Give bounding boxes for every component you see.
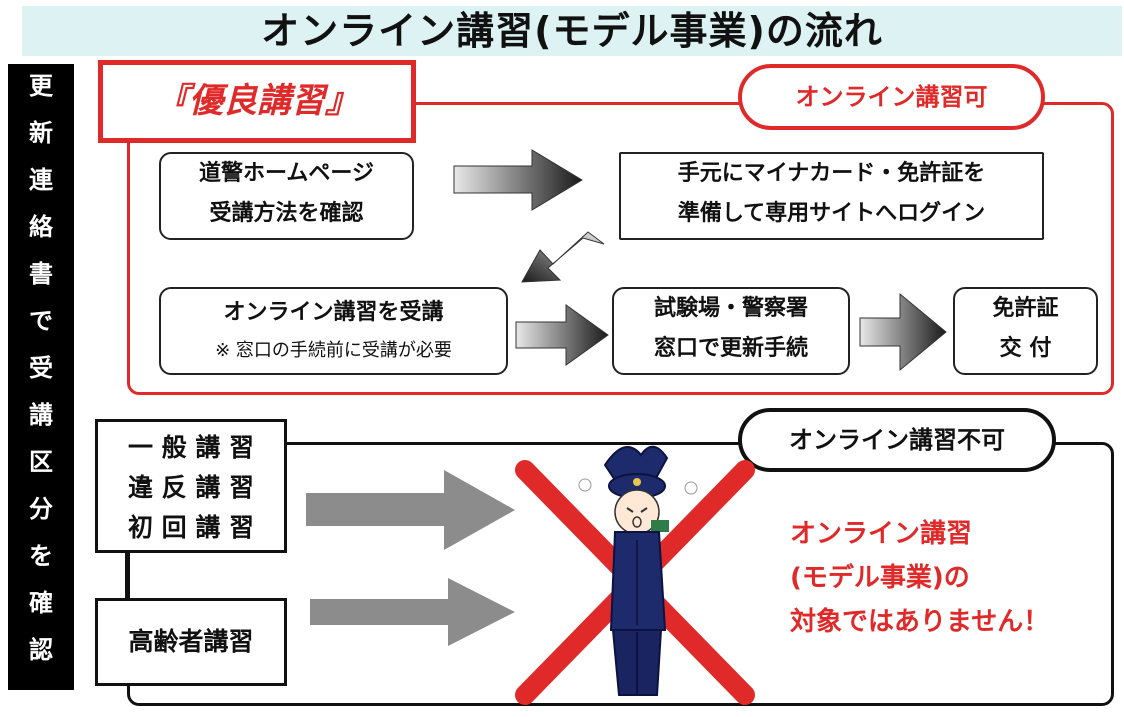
page-title: オンライン講習(モデル事業)の流れ [261, 9, 883, 53]
side-label-char: 絡 [29, 213, 53, 241]
side-label-char: 書 [29, 260, 53, 288]
arrow-right-icon [306, 470, 515, 550]
prohibited-officer-illustration [515, 445, 755, 705]
message-line: 対象ではありません！ [790, 607, 1050, 637]
side-label-char: 講 [29, 401, 53, 429]
step-note: ※ 窓口の手続前に受講が必要 [215, 340, 452, 361]
courses-group-box: 一 般 講 習 違 反 講 習 初 回 講 習 [95, 419, 287, 553]
not-eligible-message: オンライン講習 (モデル事業)の 対象ではありません！ [790, 512, 1110, 644]
arrow-right-icon [453, 149, 583, 211]
side-label-char: 連 [29, 166, 53, 194]
title-banner [22, 6, 1122, 56]
course-name: 違 反 講 習 [127, 473, 255, 502]
side-label-char: 更 [29, 72, 53, 100]
side-label-char: 新 [29, 119, 53, 147]
step-renewal-counter: 試験場・警察署 窓口で更新手続 [612, 287, 850, 375]
side-label-char: を [29, 542, 53, 570]
course-label-yuryo: 『優良講習』 [98, 60, 416, 143]
course-name: 一 般 講 習 [127, 433, 255, 462]
step-text: 準備して専用サイトへログイン [677, 201, 986, 226]
side-label-char: で [29, 307, 53, 335]
elderly-course-box: 高齢者講習 [95, 598, 287, 686]
side-label-char: 分 [29, 495, 53, 523]
step-take-online-course: オンライン講習を受講 ※ 窓口の手続前に受講が必要 [159, 287, 508, 375]
side-label-char: 区 [29, 448, 53, 476]
arrow-right-icon [310, 578, 515, 646]
step-text: 試験場・警察署 [653, 296, 808, 321]
police-officer-icon [578, 445, 698, 696]
step-text: 道警ホームページ [199, 161, 374, 186]
step-text: 免許証 [992, 296, 1059, 321]
arrow-right-icon [515, 304, 609, 366]
online-ok-badge: オンライン講習可 [738, 64, 1045, 130]
side-label-char: 認 [29, 636, 53, 664]
step-text: オンライン講習を受講 [223, 300, 444, 325]
online-ng-badge: オンライン講習不可 [738, 408, 1056, 472]
step-text: 受講方法を確認 [209, 201, 364, 226]
side-label-char: 確 [29, 589, 53, 617]
side-label-column: 更 新 連 絡 書 で 受 講 区 分 を 確 認 [8, 64, 74, 690]
arrow-right-icon [859, 292, 947, 372]
arrow-down-left-icon [521, 231, 605, 283]
step-text: 交 付 [999, 336, 1052, 361]
step-license-issue: 免許証 交 付 [953, 287, 1098, 375]
message-line: (モデル事業)の [790, 563, 970, 593]
step-text: 窓口で更新手続 [653, 336, 808, 361]
side-label-char: 受 [29, 354, 53, 382]
step-check-website: 道警ホームページ 受講方法を確認 [159, 152, 414, 240]
course-name: 初 回 講 習 [127, 513, 255, 542]
step-text: 手元にマイナカード・免許証を [677, 161, 986, 186]
message-line: オンライン講習 [790, 519, 973, 549]
step-login-prepare: 手元にマイナカード・免許証を 準備して専用サイトへログイン [619, 152, 1044, 240]
